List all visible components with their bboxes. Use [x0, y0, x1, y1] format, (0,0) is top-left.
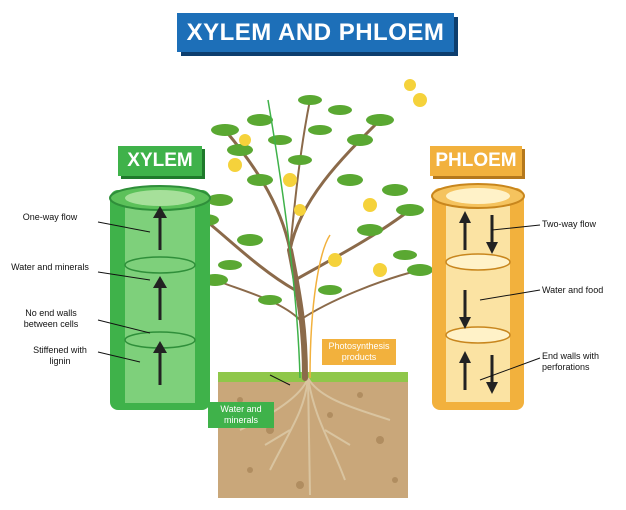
phloem-annotation-water-food: Water and food: [542, 285, 604, 295]
phloem-label: PHLOEM: [430, 146, 522, 176]
photosynthesis-tag: Photosynthesis products: [322, 339, 396, 365]
xylem-annotation-one-way: One-way flow: [22, 212, 78, 222]
xylem-annotation-no-end-walls: No end walls between cells: [23, 308, 79, 329]
xylem-label: XYLEM: [118, 146, 202, 176]
water-minerals-tag: Water and minerals: [208, 402, 274, 428]
stem-transport-lines: [267, 99, 331, 379]
flowers: [228, 79, 427, 277]
annotation-lines: [97, 221, 541, 386]
xylem-annotation-lignin: Stiffened with lignin: [33, 345, 87, 366]
xylem-tube: [109, 185, 211, 410]
xylem-annotation-water: Water and minerals: [11, 262, 89, 272]
leaves: [191, 95, 433, 305]
soil-block: [218, 372, 408, 498]
title-banner: XYLEM AND PHLOEM: [177, 13, 454, 52]
phloem-tube: [431, 183, 525, 410]
page-title: XYLEM AND PHLOEM: [186, 18, 445, 46]
phloem-annotation-two-way: Two-way flow: [542, 219, 597, 229]
phloem-annotation-end-walls: End walls with perforations: [542, 351, 600, 372]
